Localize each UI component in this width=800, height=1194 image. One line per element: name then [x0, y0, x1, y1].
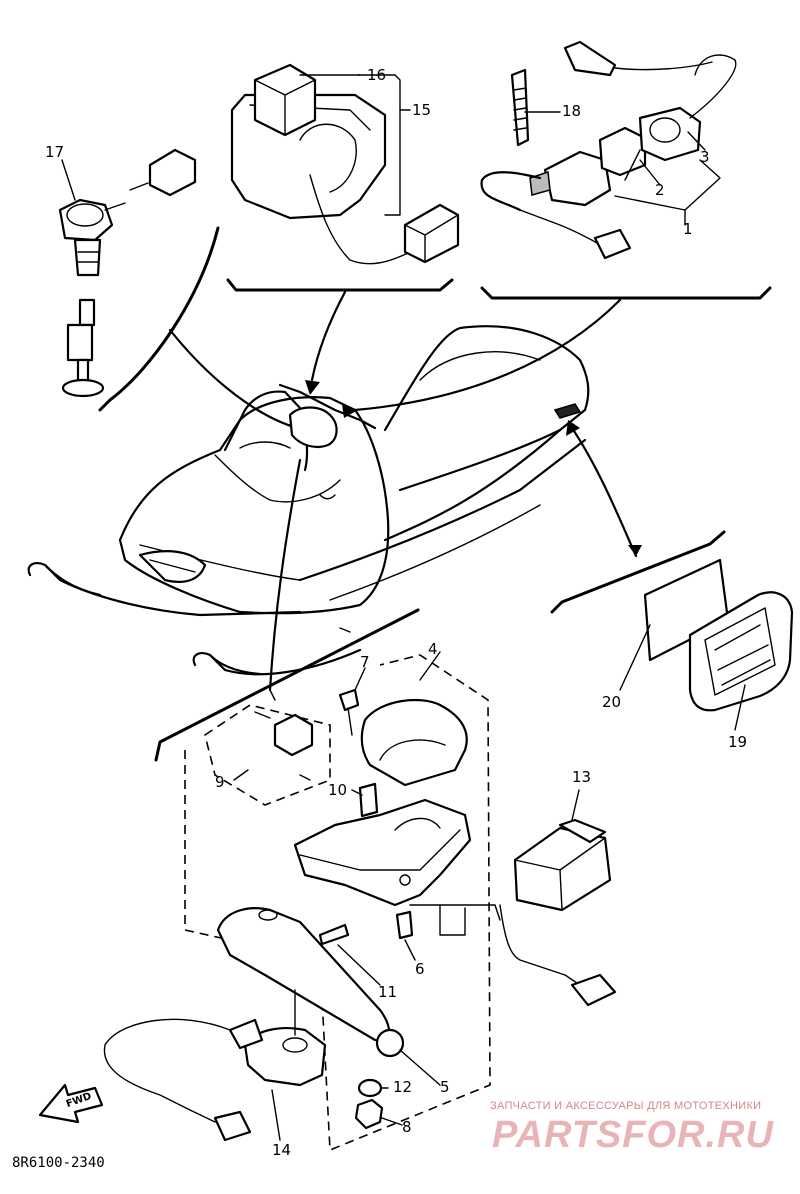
- callout-20: 20: [602, 693, 622, 711]
- callout-5: 5: [440, 1078, 450, 1096]
- callout-1: 1: [683, 220, 693, 238]
- part-choke-knob: [58, 148, 197, 398]
- front-direction-arrow: [38, 1083, 104, 1124]
- arrow-heads: [305, 380, 642, 556]
- group-bracket-lines: [98, 226, 772, 762]
- part-clamp: [510, 68, 530, 147]
- callout-15: 15: [412, 101, 432, 119]
- callout-19: 19: [728, 733, 748, 751]
- callout-12: 12: [393, 1078, 413, 1096]
- callout-leaders: [61, 74, 746, 1141]
- callout-14: 14: [272, 1141, 292, 1159]
- part-cdi-unit: [230, 63, 460, 265]
- part-throttle-assembly: [103, 654, 501, 1152]
- part-control-unit: [499, 818, 617, 1007]
- callout-7: 7: [360, 653, 370, 671]
- callout-8: 8: [402, 1118, 412, 1136]
- callout-13: 13: [572, 768, 592, 786]
- watermark-tagline: ЗАПЧАСТИ И АКСЕССУАРЫ ДЛЯ МОТОТЕХНИКИ: [490, 1100, 762, 1112]
- callout-4: 4: [428, 640, 438, 658]
- callout-16: 16: [367, 66, 387, 84]
- callout-2: 2: [655, 181, 665, 199]
- callout-10: 10: [328, 781, 348, 799]
- drawing-code: 8R6100-2340: [12, 1155, 105, 1171]
- callout-3: 3: [700, 148, 710, 166]
- part-tail-light: [643, 558, 794, 712]
- callout-18: 18: [562, 102, 582, 120]
- callout-11: 11: [378, 983, 398, 1001]
- callout-17: 17: [45, 143, 65, 161]
- part-main-switch: [480, 40, 737, 260]
- watermark-brand: PARTSFOR.RU: [492, 1114, 774, 1156]
- callout-9: 9: [215, 773, 225, 791]
- snowmobile-body: [27, 325, 590, 676]
- callout-6: 6: [415, 960, 425, 978]
